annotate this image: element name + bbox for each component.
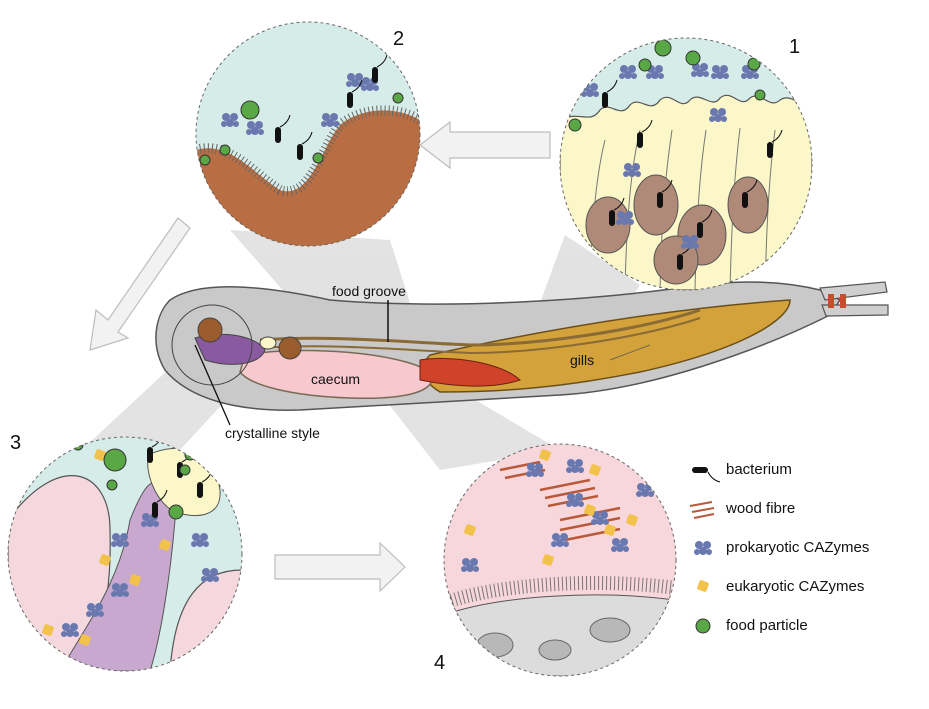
legend-symbols: [690, 467, 720, 633]
panel-number-4: 4: [434, 652, 445, 675]
panel-number-2: 2: [393, 28, 404, 51]
panel-2-food-groove: [196, 22, 420, 246]
label-gills: gills: [570, 352, 594, 368]
digestive-gland: [198, 318, 222, 342]
legend-eukaryotic-icon: [697, 580, 710, 593]
legend-bacterium-label: bacterium: [726, 461, 792, 478]
legend-prokaryotic-icon: [694, 541, 712, 555]
panel-number-1: 1: [789, 36, 800, 59]
arrow-3-to-4: [275, 543, 405, 591]
legend-prokaryotic-label: prokaryotic CAZymes: [726, 539, 869, 556]
legend-food-particle-icon: [696, 619, 710, 633]
legend-wood-fibre-label: wood fibre: [726, 500, 795, 517]
legend-bacterium-icon: [692, 467, 720, 482]
arrow-1-to-2: [420, 122, 550, 168]
legend-eukaryotic-label: eukaryotic CAZymes: [726, 578, 864, 595]
label-caecum: caecum: [311, 371, 360, 387]
legend-wood-fibre-icon: [690, 502, 714, 518]
panel-3-style: [8, 435, 242, 671]
label-crystalline-style: crystalline style: [225, 425, 320, 441]
panel-1-gills: [560, 38, 820, 290]
panel-4-caecum: [444, 444, 676, 676]
shipworm-body: [156, 282, 888, 425]
legend-food-particle-label: food particle: [726, 617, 808, 634]
label-food-groove: food groove: [332, 283, 406, 299]
panel-number-3: 3: [10, 432, 21, 455]
